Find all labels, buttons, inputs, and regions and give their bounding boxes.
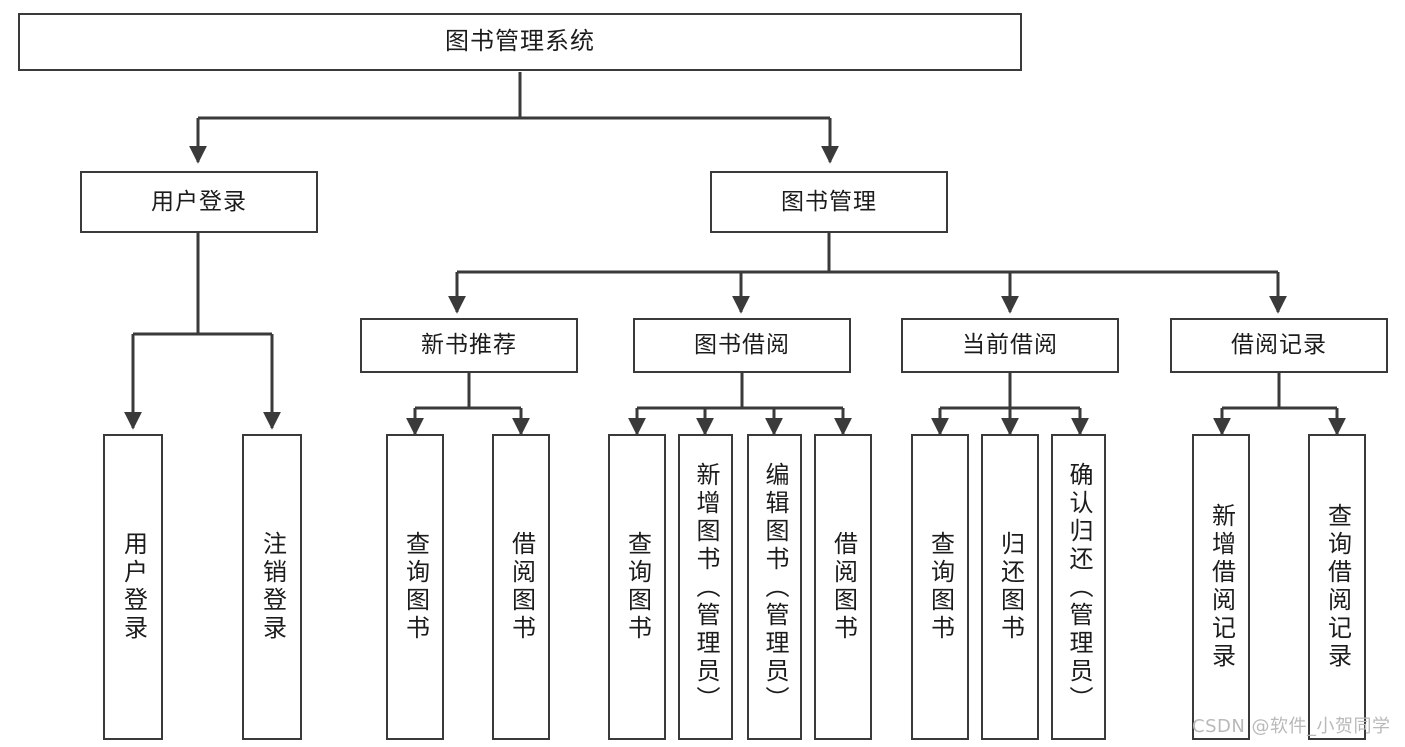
node-current-borrow[interactable]: 当前借阅 [901,318,1119,373]
leaf-new-book-borrow-book[interactable]: 借阅图书 [492,434,550,740]
node-book-management[interactable]: 图书管理 [710,171,948,233]
node-label: 查询图书 [926,531,955,643]
node-label: 查询图书 [623,531,652,643]
leaf-book-borrow-edit-book[interactable]: 编辑图书（管理员） [747,434,802,740]
node-label: 新书推荐 [421,332,517,359]
node-new-book-recommend[interactable]: 新书推荐 [360,318,578,373]
leaf-book-borrow-borrow-book[interactable]: 借阅图书 [814,434,872,740]
leaf-current-borrow-return-book[interactable]: 归还图书 [981,434,1039,740]
node-label: 借阅图书 [507,531,536,643]
node-label: 用户登录 [151,188,247,215]
node-label: 新增图书（管理员） [691,462,720,714]
node-user-login[interactable]: 用户登录 [80,171,318,233]
node-label: 图书管理 [781,188,877,215]
node-label: 图书管理系统 [445,27,595,56]
node-label: 编辑图书（管理员） [760,462,789,714]
node-book-borrow[interactable]: 图书借阅 [633,318,851,373]
node-label: 查询图书 [401,531,430,643]
node-label: 注销登录 [258,531,287,643]
leaf-new-book-query-book[interactable]: 查询图书 [386,434,444,740]
leaf-current-borrow-confirm-return[interactable]: 确认归还（管理员） [1051,434,1106,740]
node-label: 借阅记录 [1231,332,1327,359]
node-label: 确认归还（管理员） [1064,462,1093,714]
leaf-borrow-record-add-record[interactable]: 新增借阅记录 [1192,434,1250,740]
node-label: 图书借阅 [694,332,790,359]
node-root-system[interactable]: 图书管理系统 [18,13,1022,71]
node-label: 借阅图书 [829,531,858,643]
node-borrow-record[interactable]: 借阅记录 [1170,318,1388,373]
node-label: 当前借阅 [962,332,1058,359]
leaf-borrow-record-query-record[interactable]: 查询借阅记录 [1308,434,1366,740]
node-label: 新增借阅记录 [1207,503,1236,671]
node-label: 用户登录 [119,531,148,643]
leaf-user-login-logout[interactable]: 注销登录 [242,434,302,740]
leaf-user-login-login[interactable]: 用户登录 [103,434,163,740]
node-label: 归还图书 [996,531,1025,643]
leaf-book-borrow-add-book[interactable]: 新增图书（管理员） [678,434,733,740]
node-label: 查询借阅记录 [1323,503,1352,671]
leaf-current-borrow-query-book[interactable]: 查询图书 [911,434,969,740]
leaf-book-borrow-query-book[interactable]: 查询图书 [608,434,666,740]
